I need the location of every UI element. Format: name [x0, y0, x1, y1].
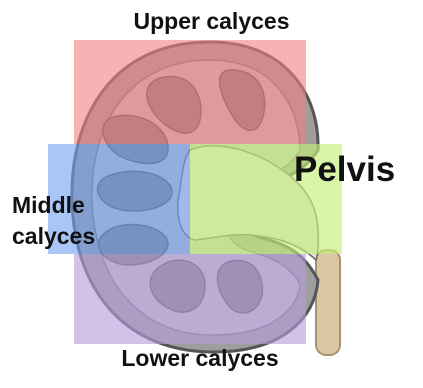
- lower-calyces-label: Lower calyces: [0, 345, 400, 372]
- upper-calyces-label: Upper calyces: [0, 8, 423, 35]
- lower-calyces-region: [74, 254, 306, 344]
- pelvis-label: Pelvis: [294, 150, 395, 190]
- upper-calyces-region: [74, 40, 306, 144]
- ureter: [316, 250, 340, 355]
- middle-calyces-label: Middle calyces: [12, 190, 132, 252]
